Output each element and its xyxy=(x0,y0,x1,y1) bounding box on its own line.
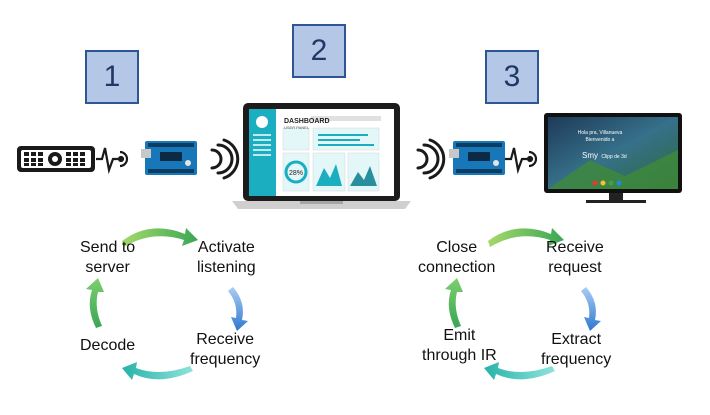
dashboard-subtitle: USER PANEL xyxy=(284,125,310,130)
label-emit-through-ir-line1: Emit xyxy=(443,327,476,344)
cycle-arrow-left-right xyxy=(445,278,463,328)
label-activate-listening-line1: Activate xyxy=(197,239,255,256)
cycle-arrow-bottom-right xyxy=(484,362,555,380)
step-3-box: 3 xyxy=(485,50,539,104)
dashboard-title: DASHBOARD xyxy=(284,118,330,125)
cycle-arrow-top-right xyxy=(488,228,564,247)
wireless-signal-icon-left xyxy=(210,138,240,180)
label-activate-listening-line2: listening xyxy=(197,259,256,276)
label-receive-frequency-line1: Receive xyxy=(196,331,255,348)
arduino-board-icon-left xyxy=(141,141,197,175)
cycle-arrow-top-left xyxy=(122,228,198,247)
label-receive-frequency-line2: frequency xyxy=(190,351,261,368)
label-activate-listening: Activate listening xyxy=(197,238,256,278)
tv-app-name: Smy xyxy=(582,151,598,160)
tv-welcome: Bienvenido a xyxy=(586,137,615,143)
label-send-to-server-line2: server xyxy=(85,259,130,276)
label-decode: Decode xyxy=(80,336,135,356)
tv-app-tag: Clipp de 3d xyxy=(601,154,627,160)
label-extract-frequency: Extract frequency xyxy=(541,330,611,370)
cycle-arrow-left-left xyxy=(86,278,104,328)
label-close-connection: Close connection xyxy=(418,238,495,278)
step-2-box: 2 xyxy=(292,24,346,78)
dashboard-gauge-value: 28% xyxy=(289,170,303,177)
label-receive-request-line2: request xyxy=(548,259,602,276)
label-extract-frequency-line1: Extract xyxy=(551,331,602,348)
label-receive-frequency: Receive frequency xyxy=(190,330,260,370)
label-receive-request: Receive request xyxy=(546,238,604,278)
label-send-to-server-line1: Send to xyxy=(80,239,136,256)
label-emit-through-ir-line2: through IR xyxy=(422,347,497,364)
laptop-dashboard-icon xyxy=(232,103,411,209)
label-send-to-server: Send to server xyxy=(80,238,135,278)
ir-pulse-icon-right xyxy=(505,147,538,175)
arduino-board-icon-right xyxy=(449,141,505,175)
television-icon xyxy=(544,113,682,203)
label-close-connection-line1: Close xyxy=(436,239,478,256)
label-emit-through-ir: Emit through IR xyxy=(422,326,497,366)
step-1-box: 1 xyxy=(85,50,139,104)
ir-pulse-icon-left xyxy=(96,147,129,175)
cycle-arrow-bottom-left xyxy=(122,362,193,380)
step-1-number: 1 xyxy=(103,60,121,93)
label-decode-text: Decode xyxy=(80,337,136,354)
cycle-arrow-right-left xyxy=(228,287,248,331)
label-extract-frequency-line2: frequency xyxy=(541,351,612,368)
step-2-number: 2 xyxy=(310,34,328,67)
label-receive-request-line1: Receive xyxy=(546,239,604,256)
tv-greeting: Hola pra, Villanueva xyxy=(578,130,623,136)
wireless-signal-icon-right xyxy=(416,138,446,180)
label-close-connection-line2: connection xyxy=(418,259,496,276)
step-3-number: 3 xyxy=(503,60,521,93)
remote-control-icon xyxy=(17,146,95,172)
cycle-arrow-right-right xyxy=(581,287,601,331)
